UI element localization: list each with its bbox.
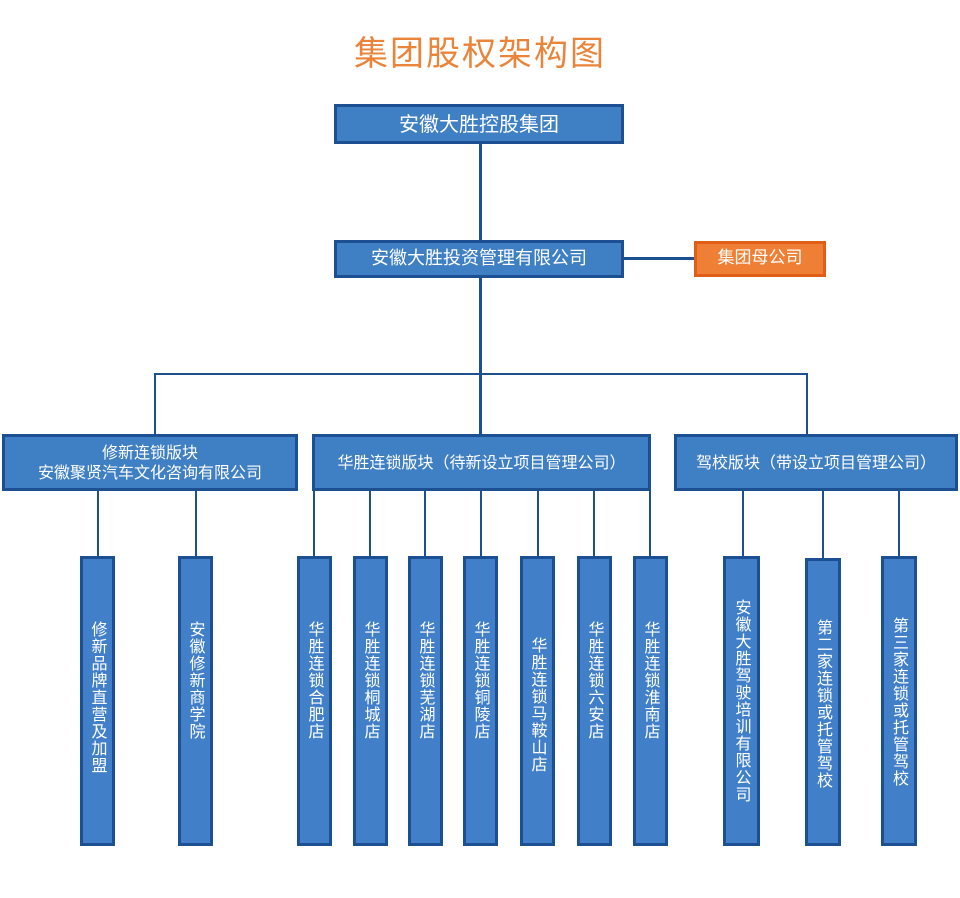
repair-unit-box: 安徽修新商学院 <box>178 556 213 846</box>
holding-company-box: 安徽大胜投资管理有限公司 <box>334 240 624 278</box>
connector-holding-to-bus <box>479 276 482 436</box>
connector-chain-unit <box>537 489 539 559</box>
repair-unit-label: 修新品牌直营及加盟 <box>88 621 108 774</box>
repair-unit-label: 安徽修新商学院 <box>186 621 206 740</box>
chain-store-box: 华胜连锁铜陵店 <box>463 556 498 846</box>
chain-store-label: 华胜连锁马鞍山店 <box>528 637 548 773</box>
parent-company-tag: 集团母公司 <box>694 241 826 277</box>
connector-chain-unit <box>649 489 651 559</box>
connector-chain-unit <box>480 489 482 559</box>
holding-company-label: 安徽大胜投资管理有限公司 <box>371 247 587 269</box>
segment-chain-box: 华胜连锁版块（待新设立项目管理公司） <box>312 434 651 491</box>
root-company-box: 安徽大胜控股集团 <box>334 104 624 144</box>
school-unit-box: 第三家连锁或托管驾校 <box>881 556 917 846</box>
school-unit-label: 第二家连锁或托管驾校 <box>814 619 833 789</box>
chain-store-label: 华胜连锁芜湖店 <box>416 621 436 740</box>
chain-store-box: 华胜连锁淮南店 <box>633 556 668 846</box>
chain-store-label: 华胜连锁淮南店 <box>641 621 661 740</box>
segment-repair-company: 安徽聚贤汽车文化咨询有限公司 <box>37 462 262 482</box>
connector-chain-unit <box>369 489 371 559</box>
connector-bus-to-school <box>806 373 808 436</box>
chain-store-label: 华胜连锁铜陵店 <box>471 621 491 740</box>
segment-repair-box: 修新连锁版块 安徽聚贤汽车文化咨询有限公司 <box>2 434 298 491</box>
repair-unit-box: 修新品牌直营及加盟 <box>80 556 115 846</box>
chain-store-label: 华胜连锁桐城店 <box>361 621 381 740</box>
connector-school-unit <box>742 489 744 559</box>
chart-title: 集团股权架构图 <box>354 34 606 74</box>
chain-store-box: 华胜连锁芜湖店 <box>408 556 443 846</box>
connector-holding-to-parent-tag <box>622 257 696 260</box>
school-unit-label: 第三家连锁或托管驾校 <box>890 617 909 787</box>
school-unit-box: 安徽大胜驾驶培训有限公司 <box>723 556 760 846</box>
parent-company-tag-label: 集团母公司 <box>717 248 803 269</box>
connector-chain-unit <box>593 489 595 559</box>
chain-store-box: 华胜连锁马鞍山店 <box>520 556 555 846</box>
connector-chain-unit <box>313 489 315 559</box>
connector-school-unit <box>822 489 824 561</box>
segment-repair-title: 修新连锁版块 <box>101 442 198 462</box>
connector-root-to-holding <box>479 142 482 242</box>
segment-chain-label: 华胜连锁版块（待新设立项目管理公司） <box>337 452 626 472</box>
segment-school-box: 驾校版块（带设立项目管理公司） <box>674 434 958 491</box>
connector-bus-to-repair <box>154 373 156 436</box>
connector-chain-unit <box>424 489 426 559</box>
chain-store-box: 华胜连锁桐城店 <box>353 556 388 846</box>
school-unit-box: 第二家连锁或托管驾校 <box>805 558 841 846</box>
segment-school-label: 驾校版块（带设立项目管理公司） <box>695 452 936 472</box>
chain-store-label: 华胜连锁六安店 <box>585 621 605 740</box>
connector-repair-unit <box>195 489 197 559</box>
connector-repair-unit <box>97 489 99 559</box>
connector-school-unit <box>898 489 900 559</box>
school-unit-label: 安徽大胜驾驶培训有限公司 <box>732 599 752 803</box>
chain-store-box: 华胜连锁合肥店 <box>297 556 332 846</box>
chain-store-box: 华胜连锁六安店 <box>577 556 612 846</box>
root-company-label: 安徽大胜控股集团 <box>399 111 559 136</box>
chain-store-label: 华胜连锁合肥店 <box>305 621 325 740</box>
connector-segment-bus <box>154 373 808 375</box>
